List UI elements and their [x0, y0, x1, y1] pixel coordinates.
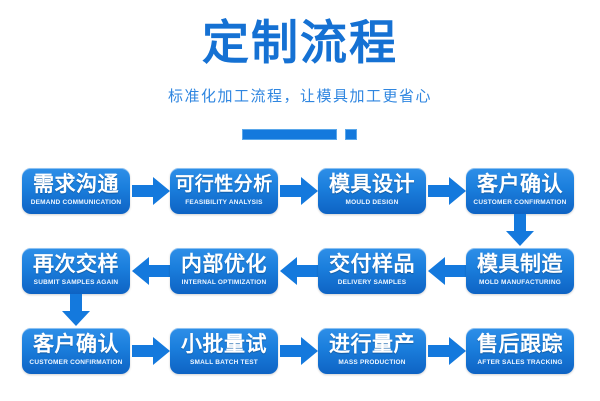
flow-node-label-en: INTERNAL OPTIMIZATION [181, 279, 267, 286]
process-flow: 需求沟通 DEMAND COMMUNICATION 可行性分析 FEASIBIL… [0, 152, 600, 401]
flow-node-mass-production[interactable]: 进行量产 MASS PRODUCTION [318, 328, 426, 374]
flow-node-label-en: AFTER SALES TRACKING [477, 359, 563, 366]
flow-node-label-cn: 客户确认 [477, 172, 563, 196]
arrow-right-icon [428, 337, 466, 365]
flow-node-label-cn: 小批量试 [181, 332, 267, 356]
flow-node-label-en: SUBMIT SAMPLES AGAIN [33, 279, 119, 286]
flow-node-label-cn: 再次交样 [33, 252, 119, 276]
flow-node-label-cn: 客户确认 [33, 332, 119, 356]
flow-node-demand-communication[interactable]: 需求沟通 DEMAND COMMUNICATION [22, 168, 130, 214]
flow-node-label-cn: 售后跟踪 [477, 332, 563, 356]
divider-square [345, 129, 357, 140]
flow-node-mould-design[interactable]: 模具设计 MOULD DESIGN [318, 168, 426, 214]
arrow-left-icon [280, 257, 318, 285]
flow-node-customer-confirmation-1[interactable]: 客户确认 CUSTOMER CONFIRMATION [466, 168, 574, 214]
header: 定制流程 标准化加工流程，让模具加工更省心 [0, 0, 600, 152]
flow-node-submit-samples-again[interactable]: 再次交样 SUBMIT SAMPLES AGAIN [22, 248, 130, 294]
flow-node-feasibility-analysis[interactable]: 可行性分析 FEASIBILITY ANALYSIS [170, 168, 278, 214]
flow-node-label-en: CUSTOMER CONFIRMATION [29, 359, 123, 366]
arrow-right-icon [280, 337, 318, 365]
divider-bar [242, 129, 337, 140]
flow-node-label-en: MASS PRODUCTION [338, 359, 406, 366]
arrow-right-icon [132, 337, 170, 365]
flow-node-customer-confirmation-2[interactable]: 客户确认 CUSTOMER CONFIRMATION [22, 328, 130, 374]
arrow-down-icon [62, 294, 90, 326]
arrow-left-icon [132, 257, 170, 285]
arrow-down-icon [506, 214, 534, 246]
flow-node-label-en: DELIVERY SAMPLES [337, 279, 407, 286]
arrow-right-icon [280, 177, 318, 205]
flow-node-label-en: SMALL BATCH TEST [190, 359, 258, 366]
flow-node-label-cn: 需求沟通 [33, 172, 119, 196]
arrow-left-icon [428, 257, 466, 285]
flow-node-label-en: FEASIBILITY ANALYSIS [185, 199, 263, 206]
flow-node-after-sales-tracking[interactable]: 售后跟踪 AFTER SALES TRACKING [466, 328, 574, 374]
flow-node-mold-manufacturing[interactable]: 模具制造 MOLD MANUFACTURING [466, 248, 574, 294]
arrow-right-icon [428, 177, 466, 205]
flow-node-label-en: MOULD DESIGN [345, 199, 399, 206]
flow-node-label-cn: 模具设计 [329, 172, 415, 196]
flow-node-label-cn: 可行性分析 [175, 173, 273, 195]
flow-node-label-en: MOLD MANUFACTURING [479, 279, 561, 286]
flow-node-internal-optimization[interactable]: 内部优化 INTERNAL OPTIMIZATION [170, 248, 278, 294]
flow-node-label-cn: 进行量产 [329, 332, 415, 356]
flow-node-small-batch-test[interactable]: 小批量试 SMALL BATCH TEST [170, 328, 278, 374]
flow-node-delivery-samples[interactable]: 交付样品 DELIVERY SAMPLES [318, 248, 426, 294]
divider [0, 128, 600, 141]
flow-node-label-cn: 模具制造 [477, 252, 563, 276]
flow-node-label-cn: 内部优化 [181, 252, 267, 276]
flow-node-label-en: DEMAND COMMUNICATION [30, 199, 122, 206]
flow-node-label-cn: 交付样品 [329, 252, 415, 276]
page-subtitle: 标准化加工流程，让模具加工更省心 [167, 87, 432, 105]
flow-node-label-en: CUSTOMER CONFIRMATION [473, 199, 567, 206]
page-title: 定制流程 [202, 16, 398, 71]
arrow-right-icon [132, 177, 170, 205]
